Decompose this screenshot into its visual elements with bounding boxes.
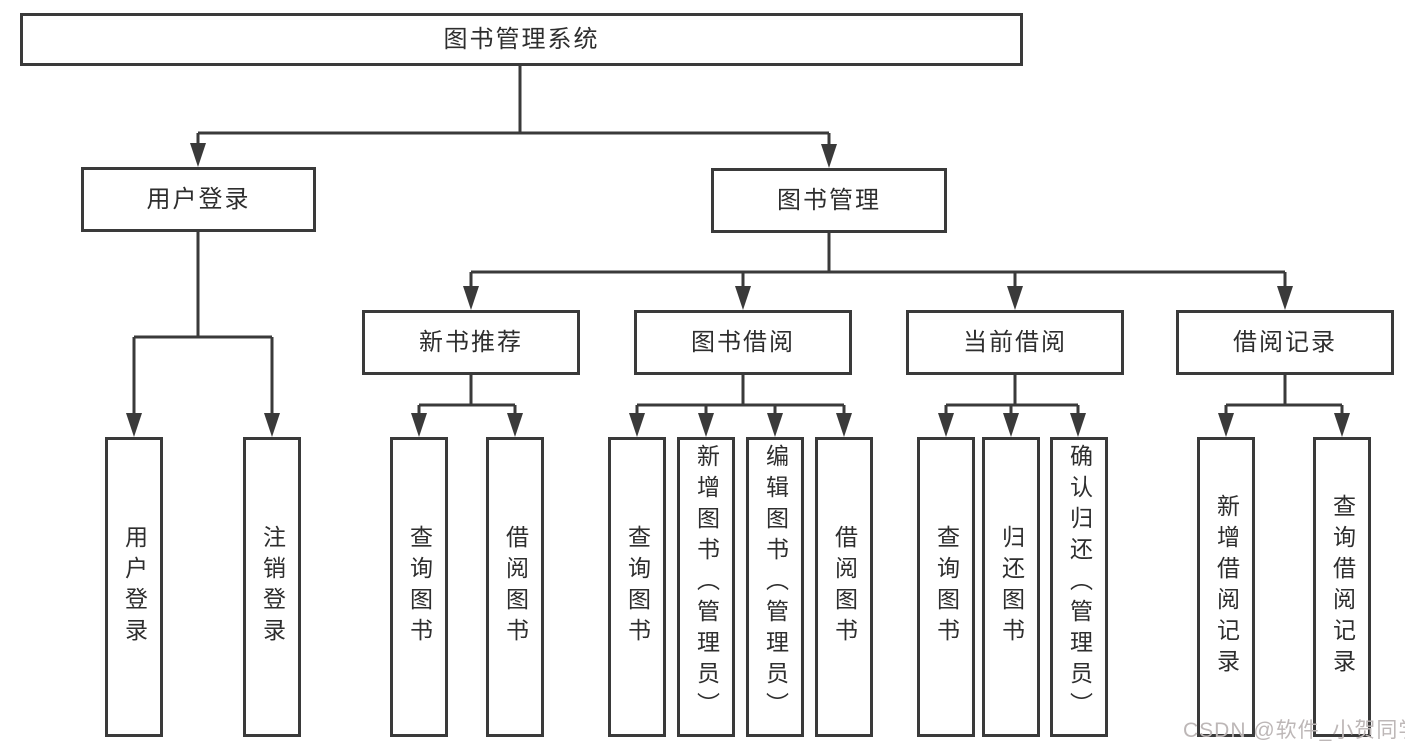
node-user-login: 用户登录: [81, 167, 316, 232]
arrow-icon: [698, 413, 714, 437]
edge-current-borrow-split: [944, 375, 1080, 416]
leaf-recommend-borrow-books: 借阅图书: [486, 437, 544, 737]
arrow-icon: [264, 413, 280, 437]
leaf-borrowing-borrow-books: 借阅图书: [815, 437, 873, 737]
arrow-icon: [1218, 413, 1234, 437]
leaf-edit-books-admin: 编辑图书（管理员）: [746, 437, 804, 737]
edge-borrow-record-split: [1224, 375, 1344, 416]
arrow-icon: [411, 413, 427, 437]
node-new-book-recommendation: 新书推荐: [362, 310, 580, 375]
leaf-add-borrow-record: 新增借阅记录: [1197, 437, 1255, 737]
leaf-query-borrow-record: 查询借阅记录: [1313, 437, 1371, 737]
edge-book-mgmt-split: [469, 233, 1287, 289]
arrowheads: [126, 143, 1350, 437]
arrow-icon: [1334, 413, 1350, 437]
arrow-icon: [821, 144, 837, 168]
leaf-user-login: 用户登录: [105, 437, 163, 737]
arrow-icon: [1277, 286, 1293, 310]
leaf-logout: 注销登录: [243, 437, 301, 737]
node-borrowing-records: 借阅记录: [1176, 310, 1394, 375]
leaf-add-books-admin: 新增图书（管理员）: [677, 437, 735, 737]
leaf-current-query-books: 查询图书: [917, 437, 975, 737]
arrow-icon: [463, 286, 479, 310]
arrow-icon: [126, 413, 142, 437]
leaf-return-books: 归还图书: [982, 437, 1040, 737]
arrow-icon: [735, 286, 751, 310]
edge-root-split: [196, 66, 831, 147]
node-current-borrowing: 当前借阅: [906, 310, 1124, 375]
csdn-watermark: CSDN @软件_小贺同学: [1183, 719, 1405, 742]
arrow-icon: [938, 413, 954, 437]
connector-lines: [132, 66, 1344, 416]
arrow-icon: [629, 413, 645, 437]
arrow-icon: [507, 413, 523, 437]
node-library-management-system: 图书管理系统: [20, 13, 1023, 66]
node-book-borrowing: 图书借阅: [634, 310, 852, 375]
arrow-icon: [1003, 413, 1019, 437]
arrow-icon: [836, 413, 852, 437]
leaf-recommend-query-books: 查询图书: [390, 437, 448, 737]
edge-book-borrow-split: [635, 375, 846, 416]
arrow-icon: [1070, 413, 1086, 437]
edge-user-login-split: [132, 232, 274, 416]
leaf-confirm-return-admin: 确认归还（管理员）: [1050, 437, 1108, 737]
edge-new-book-split: [417, 375, 517, 416]
arrow-icon: [767, 413, 783, 437]
arrow-icon: [190, 143, 206, 167]
node-book-management: 图书管理: [711, 168, 947, 233]
arrow-icon: [1007, 286, 1023, 310]
leaf-borrowing-query-books: 查询图书: [608, 437, 666, 737]
